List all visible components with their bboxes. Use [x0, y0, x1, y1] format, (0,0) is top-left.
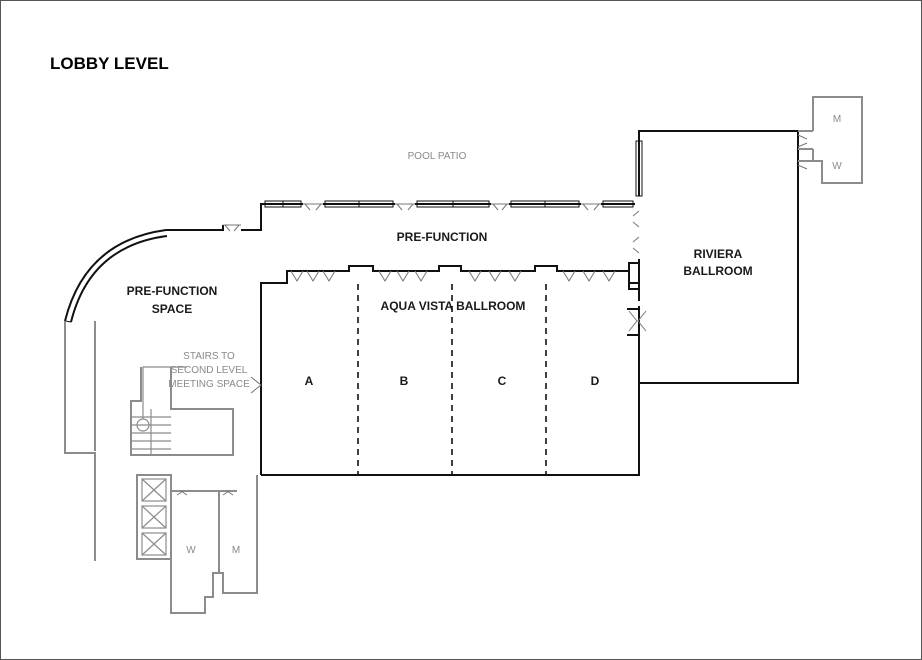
restrooms-left: [170, 475, 258, 614]
riviera-ballroom-label-line2: BALLROOM: [683, 264, 752, 278]
pre-function-space-label-line2: SPACE: [152, 302, 192, 316]
page-title: LOBBY LEVEL: [50, 54, 169, 73]
section-a-label: A: [305, 374, 314, 388]
stairs: [130, 366, 234, 456]
restrooms-right: [797, 96, 863, 184]
womens-restroom-left-label: W: [186, 545, 196, 556]
curved-window-wall: [64, 225, 224, 323]
mens-restroom-left-label: M: [232, 545, 240, 556]
section-b-label: B: [400, 374, 409, 388]
womens-restroom-right-label: W: [832, 161, 842, 172]
mens-restroom-right-label: M: [833, 114, 841, 125]
stairs-label-line1: STAIRS TO: [183, 351, 235, 362]
stairs-label-line2: SECOND LEVEL: [171, 365, 248, 376]
pre-function-label: PRE-FUNCTION: [397, 230, 488, 244]
pool-patio-label: POOL PATIO: [408, 151, 467, 162]
section-d-label: D: [591, 374, 600, 388]
section-c-label: C: [498, 374, 507, 388]
riviera-ballroom-label-line1: RIVIERA: [694, 247, 743, 261]
riviera-ballroom-walls: [627, 130, 799, 384]
stairs-label-line3: MEETING SPACE: [168, 379, 250, 390]
pre-function-space-label-line1: PRE-FUNCTION: [127, 284, 218, 298]
pre-function-doors: [223, 203, 640, 254]
service-corridor: [64, 321, 96, 561]
pre-function-north-wall: [241, 200, 635, 231]
elevators: [136, 474, 172, 560]
aqua-vista-ballroom-label: AQUA VISTA BALLROOM: [381, 299, 526, 313]
aqua-vista-ballroom-walls: [250, 265, 640, 476]
